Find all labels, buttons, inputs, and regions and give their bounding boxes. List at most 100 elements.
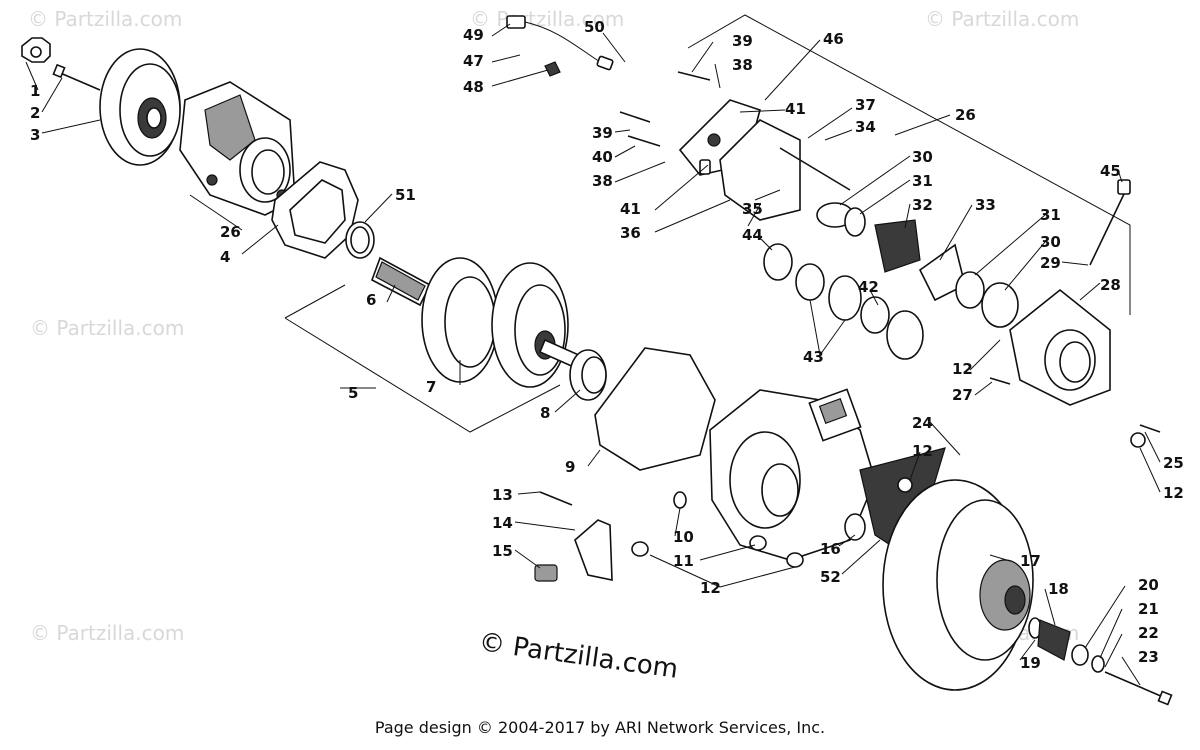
callout-48: 48 — [463, 78, 484, 96]
brake-mount-caliper — [678, 99, 851, 221]
callout-13: 13 — [492, 486, 513, 504]
callout-26: 26 — [220, 223, 241, 241]
callout-28: 28 — [1100, 276, 1121, 294]
grease-line — [1089, 193, 1125, 266]
callout-29: 29 — [1040, 254, 1061, 272]
callout-14: 14 — [492, 514, 513, 532]
callout-47: 47 — [463, 52, 484, 70]
callout-44: 44 — [742, 226, 763, 244]
bearing — [981, 282, 1019, 328]
drive-housing — [179, 81, 296, 216]
bearing-housing — [1009, 288, 1111, 406]
callout-10: 10 — [673, 528, 694, 546]
callout-41: 41 — [620, 200, 641, 218]
gasket — [271, 161, 359, 259]
callout-11: 11 — [673, 552, 694, 570]
bearing — [795, 263, 825, 301]
snap-ring — [844, 207, 866, 237]
callout-1: 1 — [30, 82, 40, 100]
callout-49: 49 — [463, 26, 484, 44]
nut — [1130, 432, 1146, 448]
callout-12: 12 — [1163, 484, 1184, 502]
callout-12: 12 — [700, 579, 721, 597]
washer — [673, 491, 687, 509]
callout-31: 31 — [1040, 206, 1061, 224]
callout-38: 38 — [732, 56, 753, 74]
assembly-bracket-5 — [284, 284, 561, 433]
callout-30: 30 — [912, 148, 933, 166]
callout-50: 50 — [584, 18, 605, 36]
callout-36: 36 — [620, 224, 641, 242]
callout-16: 16 — [820, 540, 841, 558]
callout-5: 5 — [348, 384, 358, 402]
callout-33: 33 — [975, 196, 996, 214]
callout-labels: 1 2 3 26 4 6 5 7 51 8 9 13 14 15 10 11 1… — [30, 18, 1184, 672]
callout-32: 32 — [912, 196, 933, 214]
callout-40: 40 — [592, 148, 613, 166]
nut — [786, 552, 804, 568]
o-ring-inner — [350, 226, 370, 254]
bolt — [619, 111, 651, 123]
callout-27: 27 — [952, 386, 973, 404]
driven-clutch — [882, 479, 1034, 691]
nut — [749, 535, 767, 551]
reverse-gasket — [594, 347, 716, 471]
watermark: © Partzilla.com — [30, 621, 184, 645]
callout-42: 42 — [858, 278, 879, 296]
footer-copyright: Page design © 2004-2017 by ARI Network S… — [374, 718, 826, 737]
callout-9: 9 — [565, 458, 575, 476]
callout-8: 8 — [540, 404, 550, 422]
callout-12: 12 — [952, 360, 973, 378]
watermark: © Partzilla.com — [30, 316, 184, 340]
bolt — [627, 135, 661, 147]
nut — [897, 477, 913, 493]
watermark: © Partzilla.com — [925, 7, 1079, 31]
callout-4: 4 — [220, 248, 230, 266]
callout-6: 6 — [366, 291, 376, 309]
callout-15: 15 — [492, 542, 513, 560]
bearing — [860, 296, 890, 334]
callout-19: 19 — [1020, 654, 1041, 672]
bearing-inner — [581, 356, 607, 394]
clutch-spring-hardware — [1028, 617, 1173, 706]
watermark: © Partzilla.com — [470, 7, 624, 31]
seal — [828, 275, 862, 321]
bolt — [677, 71, 711, 81]
bolt — [1139, 424, 1161, 433]
callout-39: 39 — [592, 124, 613, 142]
callout-3: 3 — [30, 126, 40, 144]
drive-shaft-sprockets — [371, 256, 592, 388]
callout-20: 20 — [1138, 576, 1159, 594]
callout-34: 34 — [855, 118, 876, 136]
callout-37: 37 — [855, 96, 876, 114]
leader-lines — [25, 23, 1161, 686]
snap-ring — [844, 513, 866, 541]
callout-2: 2 — [30, 104, 40, 122]
callout-30: 30 — [1040, 233, 1061, 251]
bolt — [989, 377, 1011, 385]
callout-24: 24 — [912, 414, 933, 432]
callout-31: 31 — [912, 172, 933, 190]
callout-22: 22 — [1138, 624, 1159, 642]
callout-38: 38 — [592, 172, 613, 190]
callout-17: 17 — [1020, 552, 1041, 570]
callout-26: 26 — [955, 106, 976, 124]
callout-39: 39 — [732, 32, 753, 50]
callout-51: 51 — [395, 186, 416, 204]
grease-cap — [1117, 179, 1131, 195]
callout-18: 18 — [1048, 580, 1069, 598]
callout-25: 25 — [1163, 454, 1184, 472]
callout-35: 35 — [742, 200, 763, 218]
callout-23: 23 — [1138, 648, 1159, 666]
sensor-bracket — [534, 491, 649, 582]
brand-text: © Partzilla.com — [477, 627, 680, 685]
callout-43: 43 — [803, 348, 824, 366]
retaining-ring — [763, 243, 793, 281]
snap-ring — [955, 271, 985, 309]
wire-harness — [506, 15, 614, 77]
seal — [886, 310, 924, 360]
callout-46: 46 — [823, 30, 844, 48]
callout-45: 45 — [1100, 162, 1121, 180]
watermark: © Partzilla.com — [28, 7, 182, 31]
